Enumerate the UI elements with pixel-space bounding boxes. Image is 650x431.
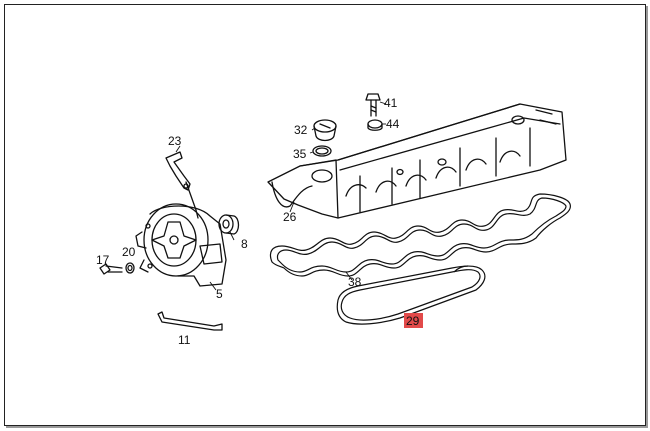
leader-lines: [175, 101, 387, 291]
label-26: 26: [283, 210, 297, 224]
label-11: 11: [178, 333, 191, 347]
label-29: 29: [406, 314, 420, 328]
label-5: 5: [216, 287, 223, 301]
bolt-17[interactable]: [99, 263, 123, 275]
oil-filler-cap[interactable]: [313, 119, 337, 142]
valve-cover-gasket[interactable]: [269, 193, 571, 277]
label-38: 38: [348, 275, 362, 289]
label-29-highlight: [404, 313, 423, 328]
label-35: 35: [293, 147, 307, 161]
label-32: 32: [294, 123, 308, 137]
seal-ring[interactable]: [312, 145, 332, 157]
label-41: 41: [384, 96, 398, 110]
roller[interactable]: [218, 214, 240, 235]
label-20: 20: [122, 245, 136, 259]
vacuum-pump[interactable]: [135, 203, 227, 287]
bracket[interactable]: [165, 151, 199, 219]
label-17: 17: [96, 253, 110, 267]
strap[interactable]: [157, 311, 223, 331]
washer[interactable]: [367, 119, 383, 131]
valve-cover[interactable]: [267, 103, 567, 219]
bolt[interactable]: [365, 93, 381, 117]
label-44: 44: [386, 117, 400, 131]
gasket-loop[interactable]: [336, 265, 486, 325]
washer-20[interactable]: [125, 262, 135, 274]
label-8: 8: [241, 237, 248, 251]
label-23: 23: [168, 134, 182, 148]
